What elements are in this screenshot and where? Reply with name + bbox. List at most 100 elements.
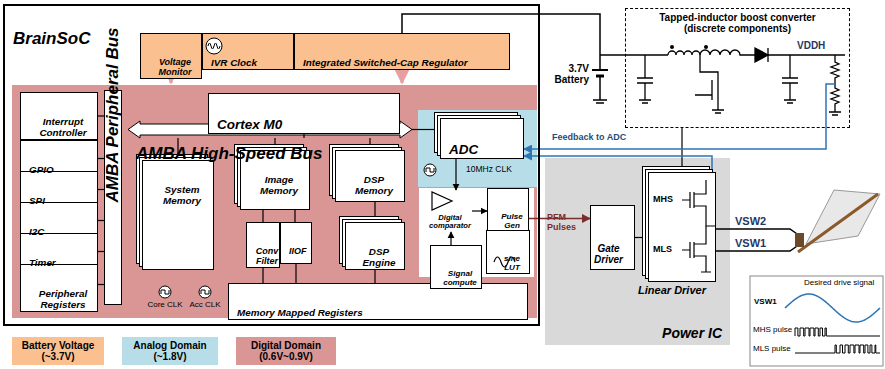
node-label: IVR Clock	[211, 58, 257, 69]
comparator-symbol	[432, 192, 452, 210]
engine-stack: DSP Engine	[345, 222, 405, 270]
node-label: System Memory	[151, 185, 213, 207]
boost-circuit	[755, 48, 768, 62]
driver-box: Gate Driver	[590, 205, 635, 270]
power-ic-region	[545, 158, 730, 345]
connector-line	[374, 202, 375, 222]
monitor-box: Voltage Monitor	[140, 33, 202, 79]
node-label: AMBA Peripheral Bus	[104, 27, 123, 202]
chip-boundary: Voltage MonitorIVR Clock Integrated Switc…	[3, 4, 540, 326]
signal-name: VSW2	[735, 215, 766, 227]
node-label: Integrated Switched-Cap Regulator	[303, 58, 468, 69]
node-label: GPIO	[29, 165, 54, 176]
compute-box: Signal compute	[430, 245, 482, 289]
legend-swatch: Analog Domain (~1.8V)	[122, 337, 218, 365]
peripheral-box: Interrupt Controller	[20, 92, 98, 140]
node-label: Interrupt Controller	[29, 117, 97, 139]
connector-line	[681, 128, 682, 172]
analog-domain-region	[418, 110, 537, 187]
legend-label: Battery Voltage (~3.7V)	[15, 340, 101, 362]
register-box: Memory Mapped Registers	[228, 283, 528, 320]
connector-line	[374, 270, 375, 283]
pulse-train	[795, 328, 880, 336]
processor-box: Cortex M0	[208, 93, 400, 134]
node-label: sine LUT	[495, 255, 529, 273]
connector-line	[262, 210, 263, 222]
bus-bar: AMBA Peripheral Bus	[104, 90, 122, 305]
feedback-wire	[826, 84, 835, 128]
node-label: AMBA High-Speed Bus	[136, 145, 322, 164]
clock-label: Core CLK	[140, 301, 190, 310]
connector-line	[472, 210, 487, 211]
regulator-box: Integrated Switched-Cap Regulator	[294, 33, 510, 70]
wing-illustration	[795, 233, 804, 247]
boost-circuit	[782, 55, 798, 103]
power-ic-region	[545, 158, 730, 345]
legend-label: Analog Domain (~1.8V)	[125, 340, 215, 362]
drive-output-wire	[716, 229, 800, 236]
wing-illustration	[798, 194, 878, 252]
node-label: Tapped-inductor boost converter (discret…	[646, 12, 829, 34]
node-label: Peripheral Registers	[29, 289, 97, 311]
pulse-box: Pulse Gen	[487, 188, 529, 232]
clock-label: Acc CLK	[182, 301, 228, 310]
inductor-dot	[704, 45, 708, 49]
pulse-train	[795, 345, 880, 353]
sine-icon	[494, 257, 515, 267]
connector-line	[412, 129, 440, 130]
wing-illustration	[795, 190, 880, 252]
sine-wave	[785, 294, 880, 322]
waveform-label: MLS pulse	[753, 345, 791, 354]
battery-symbol	[592, 70, 608, 76]
legend-swatch: Digital Domain (0.6V~0.9V)	[236, 337, 336, 365]
lut-box: sine LUT	[486, 230, 530, 274]
legend-label: Digital Domain (0.6V~0.9V)	[239, 340, 333, 362]
node-label: DSP Engine	[354, 247, 404, 269]
feedback-wire	[826, 84, 835, 128]
memory-stack: System Memory	[142, 160, 214, 270]
battery-symbol	[592, 69, 608, 71]
clock-label: 10MHz CLK	[466, 165, 512, 174]
node-label: I2C	[29, 227, 44, 238]
sine-clock-icon	[206, 38, 222, 54]
connector-line	[455, 159, 456, 190]
clock-icon	[161, 290, 169, 294]
rail-label: VDDH	[797, 40, 825, 51]
mosfet-symbol	[682, 180, 716, 272]
transistor-label: MHS	[653, 195, 673, 205]
node-label: Image Memory	[249, 175, 309, 197]
waveform-trace	[785, 294, 880, 353]
clock-icon	[424, 164, 436, 176]
sine-clock-icon	[206, 38, 222, 54]
connector-line	[295, 264, 296, 283]
boost-circuit	[668, 51, 700, 55]
node-label: Power IC	[662, 326, 722, 341]
peripheral-box: Peripheral Registers	[20, 264, 98, 312]
clock-icon	[201, 290, 209, 294]
clock-icon	[159, 286, 171, 298]
battery-wire	[600, 54, 668, 56]
accelerator-box: IIOF	[280, 222, 312, 264]
sine-icon	[494, 257, 515, 267]
battery-wire	[599, 76, 601, 100]
connector-line	[369, 138, 370, 150]
waveform-inset	[750, 276, 883, 366]
clock-icon	[199, 286, 211, 298]
memory-stack: DSP Memory	[335, 150, 405, 202]
clock-box: IVR Clock	[202, 33, 294, 70]
connector-line	[294, 210, 295, 222]
connector-line	[635, 237, 648, 238]
clock-icon	[426, 168, 434, 172]
transistor-label: MLS	[653, 245, 672, 255]
boost-circuit	[637, 55, 653, 103]
node-label: Memory Mapped Registers	[237, 308, 363, 319]
waveform-label: VSW1	[754, 298, 777, 307]
converter-box: Tapped-inductor boost converter (discret…	[625, 8, 850, 128]
sine-clock-icon	[208, 43, 220, 49]
inductor-dot	[670, 45, 708, 49]
node-label: Signal compute	[439, 270, 481, 288]
boost-circuit	[637, 48, 845, 115]
node-label: Gate Driver	[591, 243, 626, 265]
node-label: Cortex M0	[217, 118, 282, 133]
